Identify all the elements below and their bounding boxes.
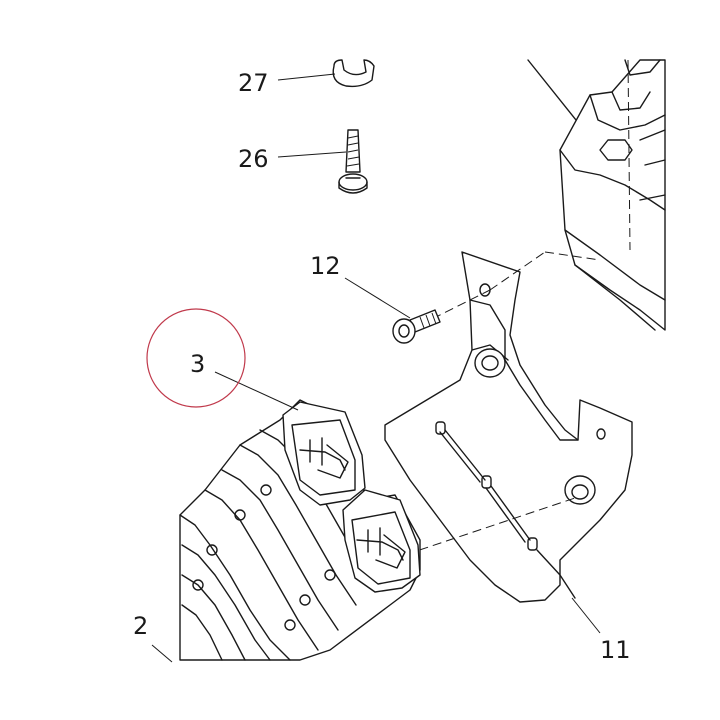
callout-26: 26	[238, 145, 269, 173]
callout-2: 2	[133, 612, 148, 640]
frame-housing	[527, 59, 666, 331]
regulator-rectifier	[179, 399, 421, 661]
callout-27: 27	[238, 69, 269, 97]
mounting-bracket	[384, 251, 633, 603]
screw-part-26	[338, 129, 368, 194]
bolt-part-12	[392, 309, 441, 344]
callout-11: 11	[600, 636, 631, 664]
callout-3: 3	[190, 350, 205, 378]
clip-part-27	[332, 59, 375, 88]
highlight-circle	[146, 308, 246, 408]
callout-12: 12	[310, 252, 341, 280]
leader-lines	[151, 73, 601, 663]
